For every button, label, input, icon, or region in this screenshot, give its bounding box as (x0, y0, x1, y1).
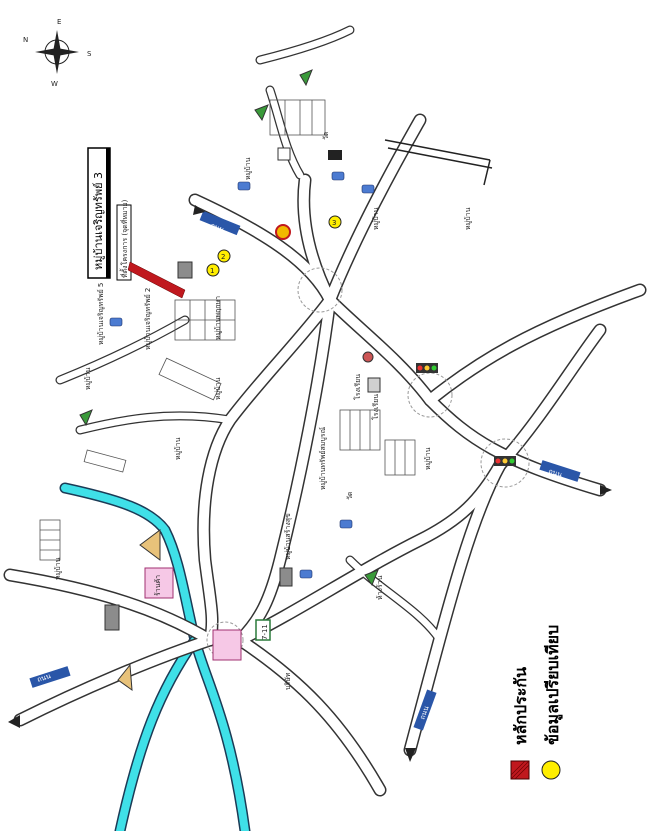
marker-3: 3 (328, 215, 342, 229)
roundabouts (206, 267, 530, 659)
arrow-icon (8, 715, 20, 728)
landmark-icon (328, 150, 342, 160)
road-sign-2 (539, 460, 581, 482)
building-icon (104, 604, 120, 631)
place-label: วัด (346, 492, 354, 500)
project-title-box: หมู่บ้านเจริญทรัพย์ 3 ที่ตั้งโครงการ (จุ… (87, 147, 132, 281)
road-network-fill (5, 26, 645, 795)
place-label: ห้างร้าน (376, 575, 384, 600)
landmark-icons (79, 69, 381, 692)
canal (59, 482, 251, 831)
building-icon (177, 261, 193, 279)
legend-yellow-label: ข้อมูลเปรียบเทียบ (543, 625, 564, 745)
place-label: หมู่บ้านพฤกษา (214, 296, 222, 340)
place-label: หมู่บ้าน (372, 207, 380, 230)
svg-text:3: 3 (332, 219, 336, 227)
housing-blocks (39, 99, 416, 561)
building-icon (279, 567, 293, 587)
place-label: หมู่บ้าน (424, 447, 432, 470)
place-label: หมู่บ้าน (244, 157, 252, 180)
legend-red-label: หลักประกัน (511, 667, 530, 745)
legend: หลักประกัน ข้อมูลเปรียบเทียบ (510, 625, 564, 780)
svg-text:2: 2 (221, 253, 225, 261)
shop-icon (144, 567, 174, 599)
svg-text:1: 1 (210, 267, 214, 275)
compass-n: N (23, 36, 28, 44)
place-label: หมู่บ้าน (464, 207, 472, 230)
market-icon (212, 629, 242, 661)
edge-arrows (8, 205, 612, 762)
school-icon (362, 351, 374, 363)
compass-s: S (87, 50, 92, 58)
svg-text:ถนน: ถนน (547, 467, 563, 479)
compass-rose: N E S W (23, 18, 92, 88)
place-label: หมู่บ้าน (54, 557, 62, 580)
property-pointer (127, 261, 186, 299)
village-icons (109, 171, 375, 579)
marker-1: 1 (206, 263, 220, 277)
traffic-lights (416, 363, 516, 466)
railway (384, 139, 493, 186)
seven-eleven-label: 7-11 (261, 624, 269, 640)
place-label: หมู่บ้าน (174, 437, 182, 460)
place-label: โรงเรียน (371, 394, 380, 420)
place-label: หมู่บ้านทรัพย์สมบูรณ์ (319, 426, 327, 490)
place-label: หมู่บ้านเจริญทรัพย์ 2 (144, 288, 152, 350)
hospital-icon (277, 147, 291, 161)
road-sign-4 (413, 689, 437, 731)
building-icon (367, 377, 381, 393)
place-label: หมู่บ้าน (214, 377, 222, 400)
comparison-markers: 1 2 3 (206, 215, 342, 277)
compass-w: W (51, 80, 58, 88)
temple-icon (139, 529, 161, 561)
tree-icon (364, 569, 379, 587)
seven-eleven-icon (255, 619, 271, 641)
svg-text:ถนน: ถนน (36, 672, 52, 684)
road-sign-3 (29, 666, 71, 688)
place-label: หมู่บ้าน (84, 367, 92, 390)
place-labels: หมู่บ้านเจริญทรัพย์ 2 หมู่บ้านเจริญทรัพย… (54, 132, 472, 690)
tree-icon (299, 69, 313, 87)
shop-label: ร้านค้า (154, 575, 162, 596)
gas-station-icon (275, 224, 291, 240)
place-label: บริษัท (284, 672, 292, 690)
place-label: หมู่บ้านสร้างสุข (284, 513, 292, 560)
arrow-icon (193, 205, 205, 215)
tree-icon (254, 104, 269, 122)
marker-2: 2 (217, 249, 231, 263)
arrow-icon (600, 485, 612, 495)
place-label: หมู่บ้านเจริญทรัพย์ 5 (97, 283, 105, 345)
legend-yellow-swatch (541, 760, 561, 780)
arrow-icon (405, 748, 416, 762)
compass-e: E (57, 18, 61, 26)
temple-icon (117, 663, 133, 692)
tree-icon (79, 409, 93, 427)
place-label: วัด (322, 132, 330, 140)
project-subtitle: ที่ตั้งโครงการ (จุดที่หมาย) (118, 199, 129, 278)
road-sign-1 (199, 210, 241, 236)
place-label: โรงเรียน (353, 374, 362, 400)
project-title: หมู่บ้านเจริญทรัพย์ 3 (92, 172, 105, 270)
road-signs: ถนน ถนน ถนน ถนน (29, 210, 581, 731)
shop-icons: 7-11 ร้านค้า (144, 567, 271, 661)
